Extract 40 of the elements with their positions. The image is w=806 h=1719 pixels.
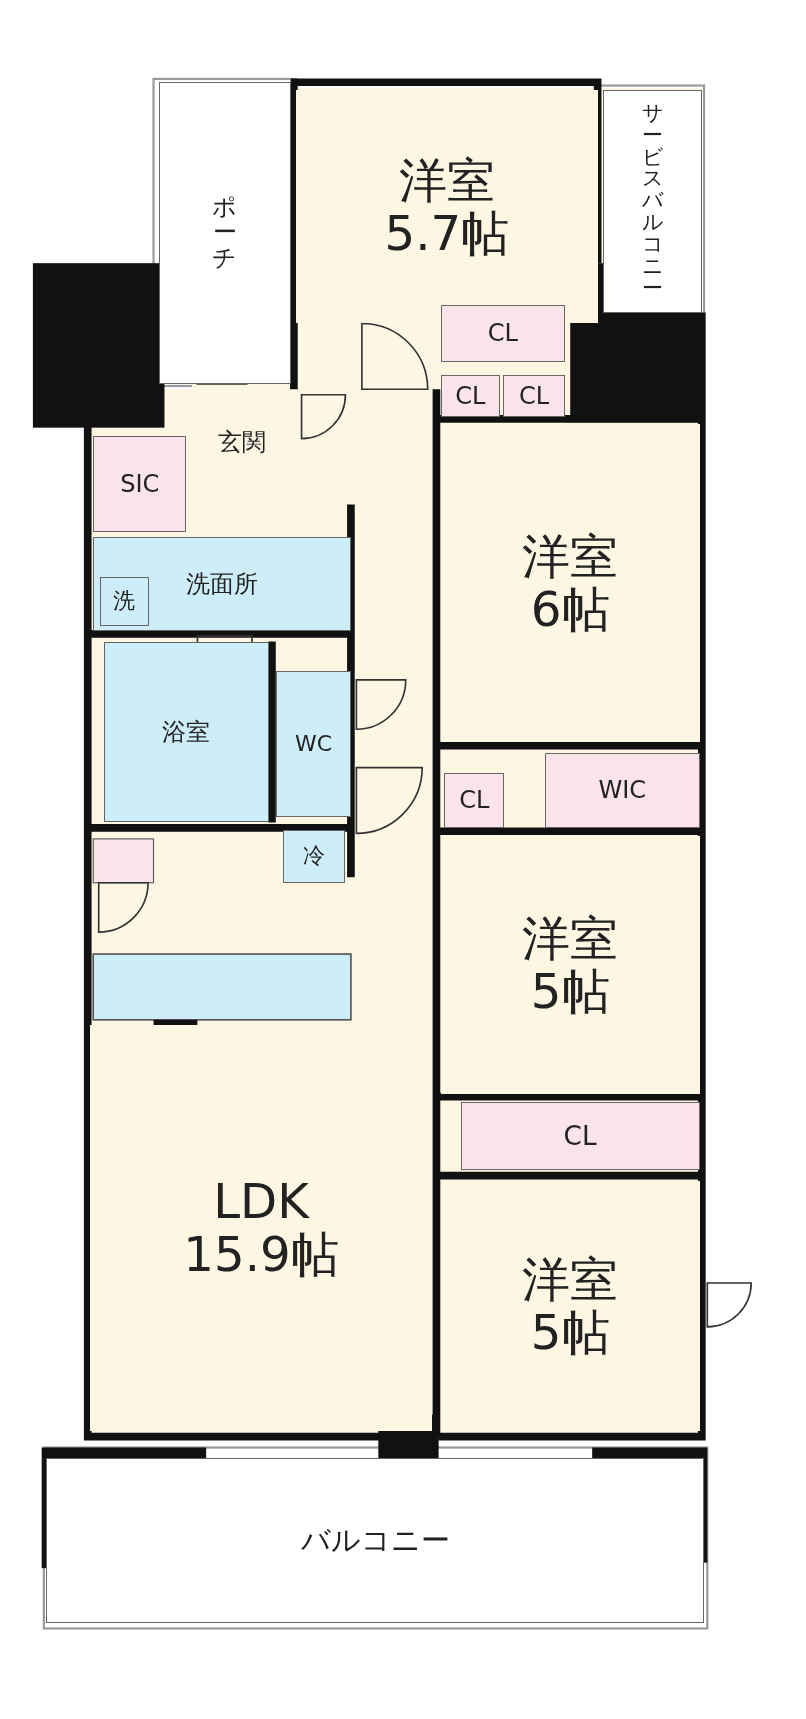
room-area bbox=[296, 89, 598, 324]
appliance-space bbox=[99, 576, 149, 627]
outdoor-area bbox=[159, 82, 291, 384]
room-area bbox=[89, 1025, 433, 1432]
room-label: LDK 15.9帖 bbox=[182, 1175, 340, 1282]
room-label: 玄関 bbox=[218, 429, 267, 456]
closet-area bbox=[440, 304, 565, 362]
room-area bbox=[104, 641, 269, 823]
closet-area bbox=[93, 436, 187, 532]
room-label: 洋室5.7帖 bbox=[383, 153, 511, 260]
room-label: バルコニー bbox=[300, 1525, 450, 1557]
room-area bbox=[93, 537, 351, 631]
room-label: 洗面所 bbox=[186, 570, 259, 598]
room-label: WC bbox=[295, 731, 333, 757]
room-label: CL bbox=[518, 382, 550, 410]
closet-area bbox=[545, 753, 700, 828]
room-area bbox=[276, 671, 351, 817]
outdoor-area bbox=[603, 89, 702, 313]
room-label: サービスバルコニー bbox=[641, 102, 664, 300]
room-area bbox=[440, 424, 700, 743]
room-label: 洗 bbox=[113, 589, 136, 614]
room-label: 冷 bbox=[303, 844, 326, 869]
room-label: WIC bbox=[598, 777, 647, 804]
room-label: CL bbox=[487, 320, 518, 347]
closet-area bbox=[440, 375, 501, 417]
room-label: CL bbox=[455, 382, 486, 410]
room-label: 洋室5帖 bbox=[521, 911, 620, 1019]
room-label: 洋室5帖 bbox=[521, 1252, 620, 1360]
room-label: SIC bbox=[120, 470, 160, 498]
balcony-area bbox=[46, 1458, 704, 1623]
closet-area bbox=[444, 773, 505, 828]
room-label: CL bbox=[459, 787, 490, 814]
room-label: 浴室 bbox=[162, 718, 211, 746]
room-area bbox=[440, 835, 700, 1095]
room-label: CL bbox=[563, 1121, 597, 1151]
room-label: 洋室6帖 bbox=[521, 530, 620, 637]
room-label: ポーチ bbox=[212, 195, 238, 271]
closet-area bbox=[503, 375, 565, 417]
closet-area bbox=[460, 1102, 700, 1171]
appliance-space bbox=[282, 830, 346, 883]
